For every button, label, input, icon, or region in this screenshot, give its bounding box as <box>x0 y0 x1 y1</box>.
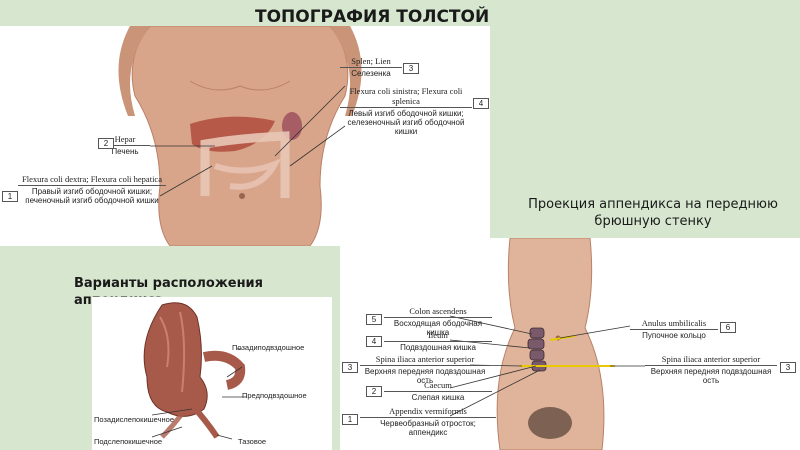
label-right-flexure-russian: Правый изгиб ободочной кишки; печеночный… <box>25 187 159 205</box>
label-anulus-russian: Пупочное кольцо <box>642 331 706 340</box>
proj-number-1: 1 <box>342 414 358 425</box>
label-number-1: 1 <box>2 191 18 202</box>
label-liver-russian: Печень <box>111 147 139 156</box>
proj-number-6: 6 <box>720 322 736 333</box>
torso-illustration <box>118 26 362 246</box>
label-spleen-latin: Splen; Lien <box>351 56 391 66</box>
label-number-4: 4 <box>473 98 489 109</box>
label-colon-ascendens: Colon ascendens Восходящая ободочная киш… <box>384 306 492 337</box>
label-liver-latin: Hepar <box>114 134 136 144</box>
label-appendix: Appendix vermiformis Червеобразный отрос… <box>360 406 496 437</box>
proj-number-4: 4 <box>366 336 382 347</box>
label-right-flexure: Flexura coli dextra; Flexura coli hepati… <box>18 174 166 205</box>
label-retrocaecal: Позадислепокишечное <box>94 415 174 424</box>
label-left-flexure: Flexura coli sinistra; Flexura coli sple… <box>340 86 472 136</box>
appendix-projection-figure: 5 Colon ascendens Восходящая ободочная к… <box>340 238 800 450</box>
label-spina-right: Spina iliaca anterior superior Верхняя п… <box>645 354 777 385</box>
label-colon-ascendens-latin: Colon ascendens <box>409 306 467 316</box>
label-spina-right-russian: Верхняя передняя подвздошная ость <box>650 367 772 385</box>
label-spina-right-latin: Spina iliaca anterior superior <box>661 354 761 364</box>
label-preiliac: Предподвздошное <box>242 391 307 400</box>
label-number-2: 2 <box>98 138 114 149</box>
label-number-3: 3 <box>403 63 419 74</box>
label-spleen: Splen; Lien Селезенка <box>340 56 402 78</box>
label-spina-left-latin: Spina iliaca anterior superior <box>375 354 475 364</box>
lower-torso-illustration <box>449 238 645 450</box>
label-anulus-umbilicalis: Anulus umbilicalis Пупочное кольцо <box>630 318 718 340</box>
label-spina-left: Spina iliaca anterior superior Верхняя п… <box>360 354 490 385</box>
torso-topography-figure: Splen; Lien Селезенка 3 Flexura coli sin… <box>0 26 490 246</box>
label-colon-ascendens-russian: Восходящая ободочная кишка <box>393 319 483 337</box>
label-appendix-latin: Appendix vermiformis <box>389 406 467 416</box>
proj-number-5: 5 <box>366 314 382 325</box>
label-left-flexure-latin: Flexura coli sinistra; Flexura coli sple… <box>349 86 463 106</box>
label-left-flexure-russian: Левый изгиб ободочной кишки; селезеночны… <box>347 109 465 136</box>
projection-caption: Проекция аппендикса на переднюю брюшную … <box>528 197 778 229</box>
proj-number-3-right: 3 <box>780 362 796 373</box>
label-subcaecal: Подслепокишечное <box>94 437 163 446</box>
label-spleen-russian: Селезенка <box>351 69 391 78</box>
label-caecum-latin: Caecum <box>424 380 452 390</box>
label-retroiliac: Позадиподвздошное <box>232 343 305 352</box>
label-liver: Hepar Печень <box>100 134 150 156</box>
label-appendix-russian: Червеобразный отросток; аппендикс <box>380 419 476 437</box>
label-caecum-russian: Слепая кишка <box>411 393 465 402</box>
label-ileum-latin: Ileum <box>428 330 448 340</box>
proj-number-3-left: 3 <box>342 362 358 373</box>
label-ileum-russian: Подвздошная кишка <box>400 343 476 352</box>
label-anulus-latin: Anulus umbilicalis <box>641 318 707 328</box>
label-ileum: Ileum Подвздошная кишка <box>384 330 492 352</box>
appendix-variants-figure: Позадиподвздошное Предподвздошное Позади… <box>92 297 332 450</box>
label-caecum: Caecum Слепая кишка <box>384 380 492 402</box>
label-right-flexure-latin: Flexura coli dextra; Flexura coli hepati… <box>22 174 162 184</box>
label-spina-left-russian: Верхняя передняя подвздошная ость <box>364 367 486 385</box>
caecum-illustration <box>143 302 247 440</box>
label-pelvic: Тазовое <box>238 437 267 446</box>
proj-number-2: 2 <box>366 386 382 397</box>
